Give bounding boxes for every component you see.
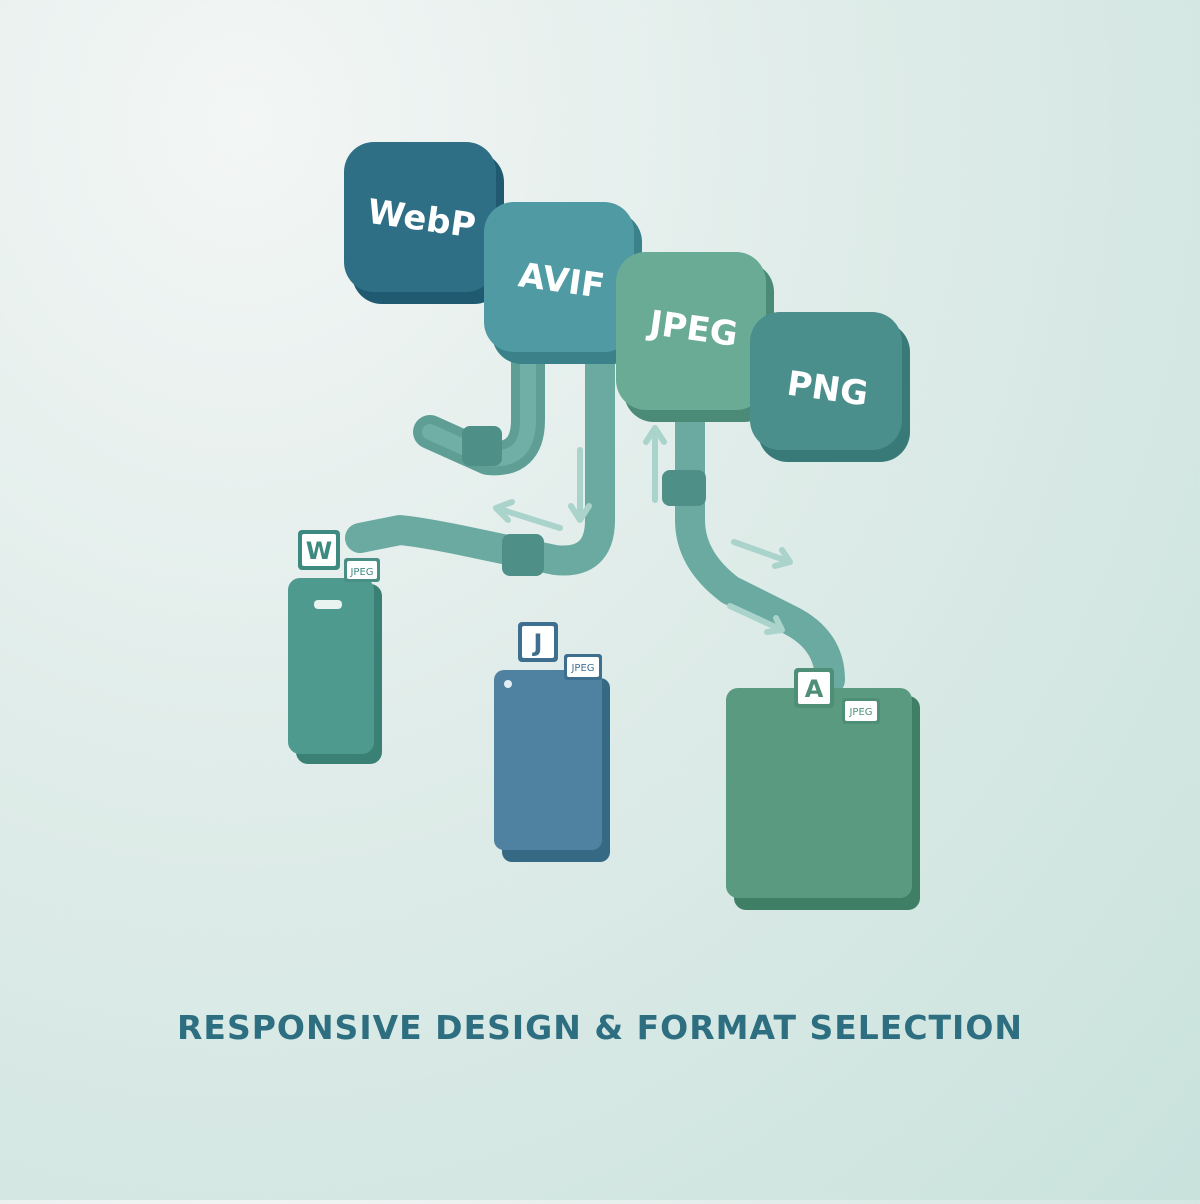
device-badge-letter: A: [805, 675, 824, 703]
format-block-jpeg: JPEG: [616, 252, 774, 422]
arrow-icon: [731, 539, 793, 569]
format-tag-label: JPEG: [570, 663, 594, 674]
device-monitor: A JPEG: [726, 668, 920, 910]
pipe-coupling: [502, 534, 544, 576]
pipe-to-phone: [345, 345, 615, 576]
arrow-icon: [493, 499, 563, 531]
device-badge-letter: W: [306, 537, 332, 565]
device-tablet: J JPEG: [494, 622, 610, 862]
arrow-icon: [568, 447, 592, 523]
phone-speaker: [314, 600, 342, 609]
format-tag-label: JPEG: [848, 707, 872, 718]
device-phone: W JPEG: [288, 530, 382, 764]
pipe-coupling: [662, 470, 706, 506]
format-tag-label: JPEG: [349, 567, 373, 578]
diagram-caption: RESPONSIVE DESIGN & FORMAT SELECTION: [176, 1008, 1023, 1047]
pipe-network: [345, 345, 845, 695]
arrow-icon: [727, 603, 785, 635]
format-block-png: PNG: [750, 312, 910, 462]
pipe-coupling: [462, 426, 502, 466]
arrow-icon: [643, 425, 667, 503]
pipe-to-monitor: [675, 405, 845, 695]
device-badge-letter: J: [532, 629, 543, 657]
flow-arrows: [493, 425, 793, 635]
format-block-avif: AVIF: [484, 202, 642, 364]
format-block-webp: WebP: [344, 142, 504, 304]
tablet-camera: [504, 680, 512, 688]
